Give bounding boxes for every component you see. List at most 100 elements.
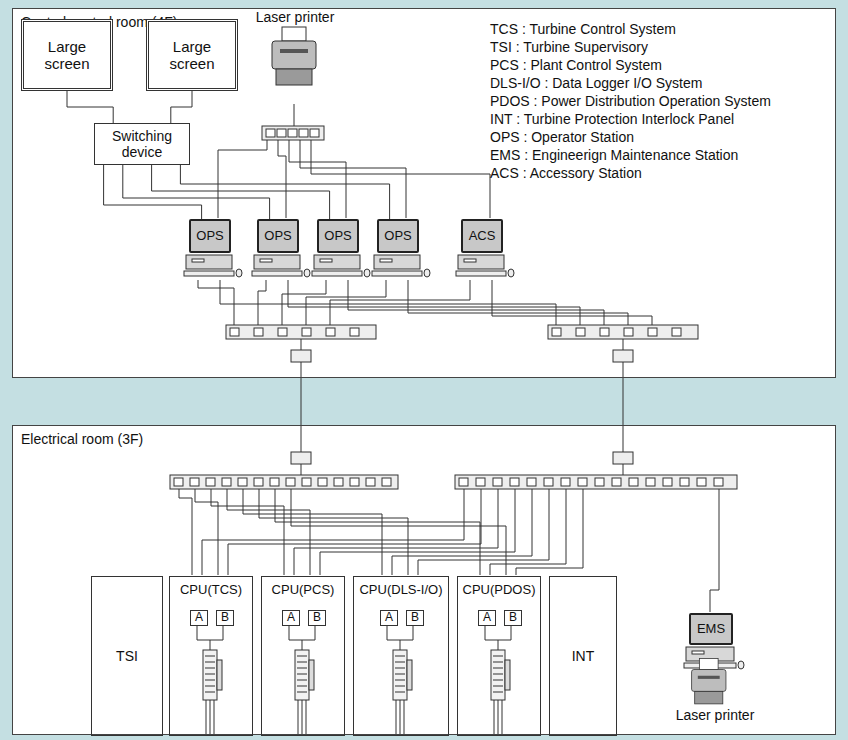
- hub-port: [318, 478, 327, 486]
- io-rack: [203, 650, 217, 700]
- hub-port: [672, 328, 681, 336]
- network-riser: [301, 362, 302, 452]
- network-hub: [548, 325, 698, 339]
- field-cable: [210, 700, 211, 735]
- paper: [699, 659, 718, 670]
- field-cable: [498, 700, 499, 735]
- rack-slot: [395, 692, 405, 693]
- node-label: OPS: [324, 229, 351, 244]
- rack-slot: [205, 692, 215, 693]
- rack-slot: [297, 668, 307, 669]
- node-label: A: [287, 611, 295, 625]
- node-label: Laser printer: [676, 707, 755, 723]
- field-cable: [502, 700, 503, 735]
- hub-port: [254, 478, 263, 486]
- network-wire: [227, 489, 310, 575]
- printer-icon: [270, 25, 320, 89]
- hub-port: [624, 328, 633, 336]
- wall-outlet: [291, 350, 311, 362]
- abbreviation-line: PDOS : Power Distribution Operation Syst…: [490, 92, 771, 110]
- network-wire: [294, 489, 498, 575]
- abbreviation-line: ACS : Accessory Station: [490, 164, 771, 182]
- node-label: Large screen: [162, 38, 222, 73]
- mon-node: ACS: [461, 219, 503, 253]
- io-rack: [295, 650, 309, 700]
- hub-port: [266, 129, 275, 137]
- computer-base: [254, 255, 300, 269]
- internal-bus: [197, 624, 223, 640]
- mouse: [424, 269, 430, 277]
- hub-port: [230, 328, 239, 336]
- node-label: A: [195, 611, 203, 625]
- network-wire: [289, 140, 346, 218]
- hub-port: [646, 478, 655, 486]
- video-cable: [180, 165, 389, 219]
- network-wire: [294, 104, 295, 126]
- internal-bus: [210, 640, 211, 650]
- hub-port: [366, 478, 375, 486]
- internal-bus: [387, 624, 413, 640]
- hub-port: [299, 129, 308, 137]
- network-hub: [262, 126, 324, 140]
- rack-slot: [297, 686, 307, 687]
- printer-icon: [690, 657, 740, 707]
- io-rack: [393, 650, 407, 700]
- network-wire: [291, 489, 506, 575]
- node-label: CPU(TCS): [180, 583, 242, 598]
- internal-bus: [400, 640, 401, 650]
- ab-node: A: [282, 610, 300, 626]
- network-riser: [623, 362, 624, 452]
- io-module: [407, 660, 412, 690]
- hub-port: [278, 328, 287, 336]
- mon-node: EMS: [689, 613, 733, 645]
- mon-node: OPS: [377, 219, 419, 253]
- video-cable: [104, 165, 202, 219]
- network-wire: [179, 489, 192, 575]
- hub-port: [612, 478, 621, 486]
- rack-slot: [297, 662, 307, 663]
- node-label: CPU(DLS-I/O): [359, 583, 442, 598]
- rack-slot: [297, 674, 307, 675]
- hub-port: [476, 478, 485, 486]
- network-wire: [492, 280, 652, 325]
- network-wire: [258, 280, 266, 325]
- field-cable: [404, 700, 405, 735]
- internal-bus: [485, 624, 511, 640]
- printer-node: Laser printer: [665, 657, 765, 736]
- band-node: Electrical room (3F)TSICPU(TCS)ABCPU(PCS…: [12, 425, 836, 735]
- cab-node: CPU(PDOS)AB: [457, 576, 541, 736]
- node-label: INT: [572, 648, 595, 664]
- hub-port: [254, 328, 263, 336]
- wall-outlet: [613, 452, 633, 464]
- hub-port: [544, 478, 553, 486]
- node-label: B: [509, 611, 517, 625]
- hub-port: [382, 478, 391, 486]
- video-cable: [171, 91, 192, 123]
- cab-node: CPU(TCS)AB: [169, 576, 253, 736]
- rack-slot: [395, 662, 405, 663]
- network-wire: [710, 489, 719, 612]
- network-hub: [226, 325, 376, 339]
- hub-port: [459, 478, 468, 486]
- paper-tray: [695, 691, 723, 704]
- rack-slot: [205, 662, 215, 663]
- drive-slot: [260, 259, 272, 262]
- hub-port: [270, 478, 279, 486]
- hub-port: [578, 478, 587, 486]
- io-rack: [491, 650, 505, 700]
- field-cable: [400, 700, 401, 735]
- video-cable: [152, 165, 330, 219]
- network-hub: [455, 475, 737, 489]
- node-label: OPS: [196, 229, 223, 244]
- node-label: Central control room (4F): [21, 14, 827, 30]
- abbreviation-line: DLS-I/O : Data Logger I/O System: [490, 74, 771, 92]
- abbreviation-line: TSI : Turbine Supervisory: [490, 38, 771, 56]
- hub-port: [302, 328, 311, 336]
- hub-port: [527, 478, 536, 486]
- field-cable: [396, 700, 397, 735]
- hub-port: [190, 478, 199, 486]
- node-label: Laser printer: [256, 9, 335, 25]
- computer-base: [186, 255, 232, 269]
- network-wire: [392, 489, 532, 575]
- hub-port: [174, 478, 183, 486]
